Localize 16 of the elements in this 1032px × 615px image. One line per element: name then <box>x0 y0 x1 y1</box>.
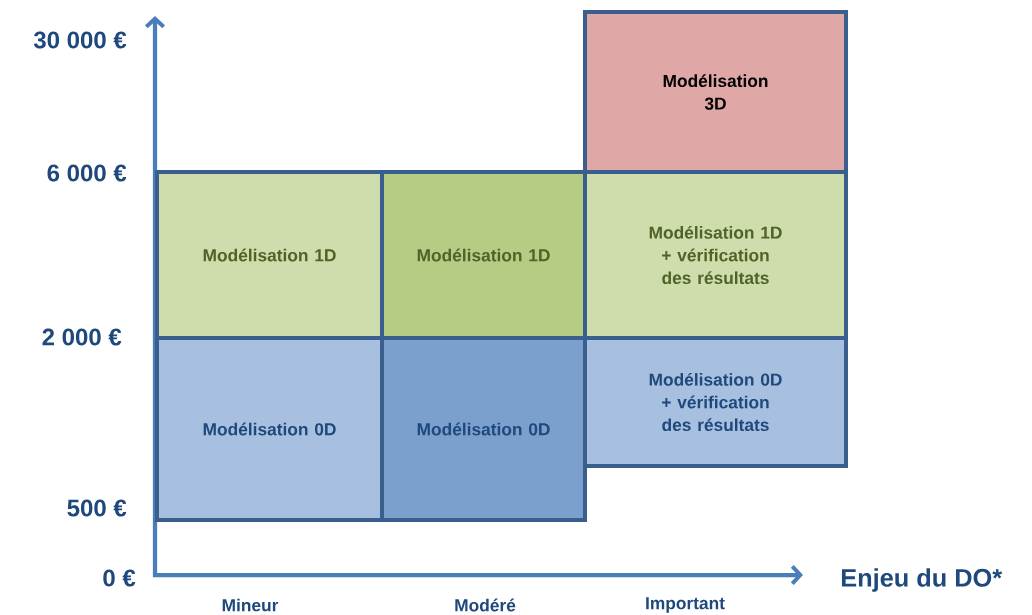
cell-box: Modélisation 1D <box>155 170 384 340</box>
axis-tick-label: 2 000 € <box>42 328 122 346</box>
axis-tick-label: 30 000 € <box>33 31 127 49</box>
cell-box: Modélisation 3D <box>583 10 848 174</box>
axis-tick-label: 0 € <box>103 569 136 587</box>
cell-box: Modélisation 0D + vérification des résultats <box>583 336 848 468</box>
cell-box: Modélisation 0D <box>380 336 587 522</box>
axis-tick-label: 500 € <box>67 499 127 517</box>
category-label: Important <box>646 597 725 613</box>
category-label: Mineur <box>222 598 279 612</box>
axis-title: Enjeu du DO* <box>841 568 1003 592</box>
category-label: Modéré <box>455 598 516 612</box>
cell-box: Modélisation 1D + vérification des résultats <box>583 170 848 340</box>
axis-tick-label: 6 000 € <box>47 164 127 182</box>
cell-box: Modélisation 1D <box>380 170 587 340</box>
cell-box: Modélisation 0D <box>155 336 384 522</box>
